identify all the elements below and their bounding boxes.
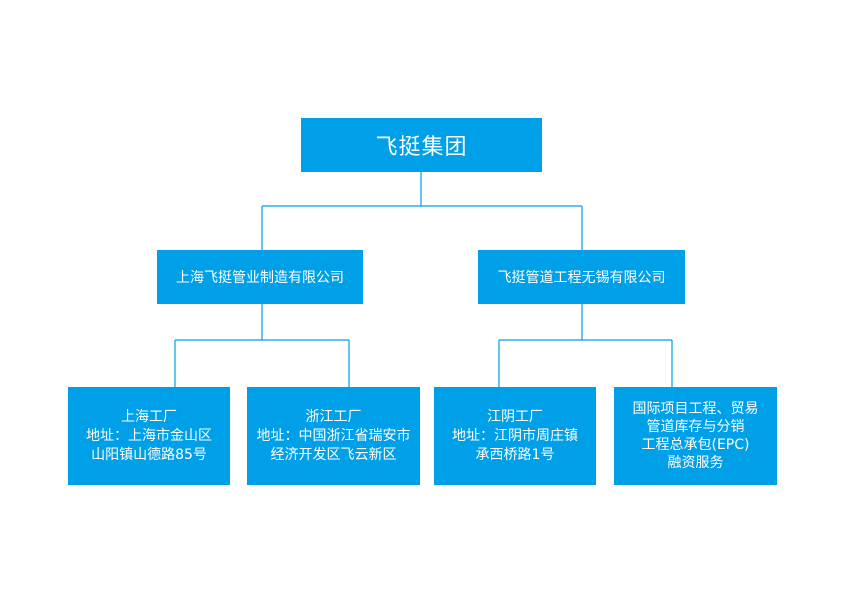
unit-line: 经济开发区飞云新区	[270, 446, 397, 463]
unit-line: 管道库存与分销	[646, 419, 745, 435]
unit-line: 地址：上海市金山区	[86, 427, 212, 444]
unit-line: 国际项目工程、贸易	[632, 401, 759, 417]
unit-line: 融资服务	[667, 455, 724, 471]
unit-node-zhejiang-factory: 浙江工厂 地址：中国浙江省瑞安市 经济开发区飞云新区	[247, 387, 420, 485]
unit-node-international-services: 国际项目工程、贸易 管道库存与分销 工程总承包(EPC) 融资服务	[614, 387, 777, 485]
unit-line: 地址：江阴市周庄镇	[452, 427, 578, 444]
unit-line: 地址：中国浙江省瑞安市	[256, 427, 411, 444]
unit-line: 承西桥路1号	[475, 446, 555, 463]
unit-node-shanghai-factory: 上海工厂 地址：上海市金山区 山阳镇山德路85号	[68, 387, 230, 485]
unit-node-jiangyin-factory: 江阴工厂 地址：江阴市周庄镇 承西桥路1号	[434, 387, 596, 485]
unit-line: 江阴工厂	[487, 408, 543, 425]
company-label: 飞挺管道工程无锡有限公司	[497, 270, 666, 286]
unit-line: 上海工厂	[121, 408, 177, 425]
root-node: 飞挺集团	[301, 118, 542, 172]
connector-left	[174, 304, 350, 387]
root-label: 飞挺集团	[375, 135, 468, 160]
connector-root	[261, 172, 583, 250]
unit-line: 浙江工厂	[305, 408, 362, 425]
unit-line: 工程总承包(EPC)	[641, 437, 750, 453]
connector-right	[498, 304, 673, 387]
unit-line: 山阳镇山德路85号	[91, 446, 207, 463]
company-label: 上海飞挺管业制造有限公司	[176, 270, 344, 286]
company-node-wuxi: 飞挺管道工程无锡有限公司	[478, 250, 685, 304]
company-node-shanghai: 上海飞挺管业制造有限公司	[157, 250, 363, 304]
